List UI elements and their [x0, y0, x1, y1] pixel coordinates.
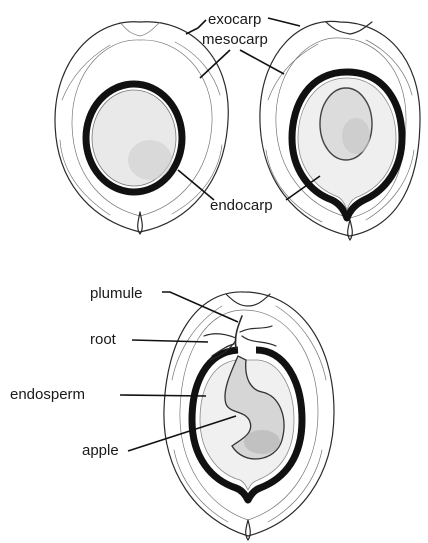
left-coconut [55, 22, 228, 234]
leader-endosperm [120, 395, 206, 396]
leader-root [132, 340, 208, 342]
germinating-coconut [164, 292, 334, 540]
label-plumule: plumule [90, 285, 143, 302]
right-coconut [260, 21, 420, 240]
label-apple: apple [82, 442, 119, 459]
label-mesocarp: mesocarp [202, 31, 268, 48]
label-exocarp: exocarp [208, 11, 261, 28]
label-endocarp: endocarp [210, 197, 273, 214]
label-endosperm: endosperm [10, 386, 85, 403]
leader-mesocarp-left [200, 50, 230, 78]
label-root: root [90, 331, 117, 348]
leader-plumule [162, 292, 238, 322]
leader-exocarp-right [268, 18, 300, 26]
